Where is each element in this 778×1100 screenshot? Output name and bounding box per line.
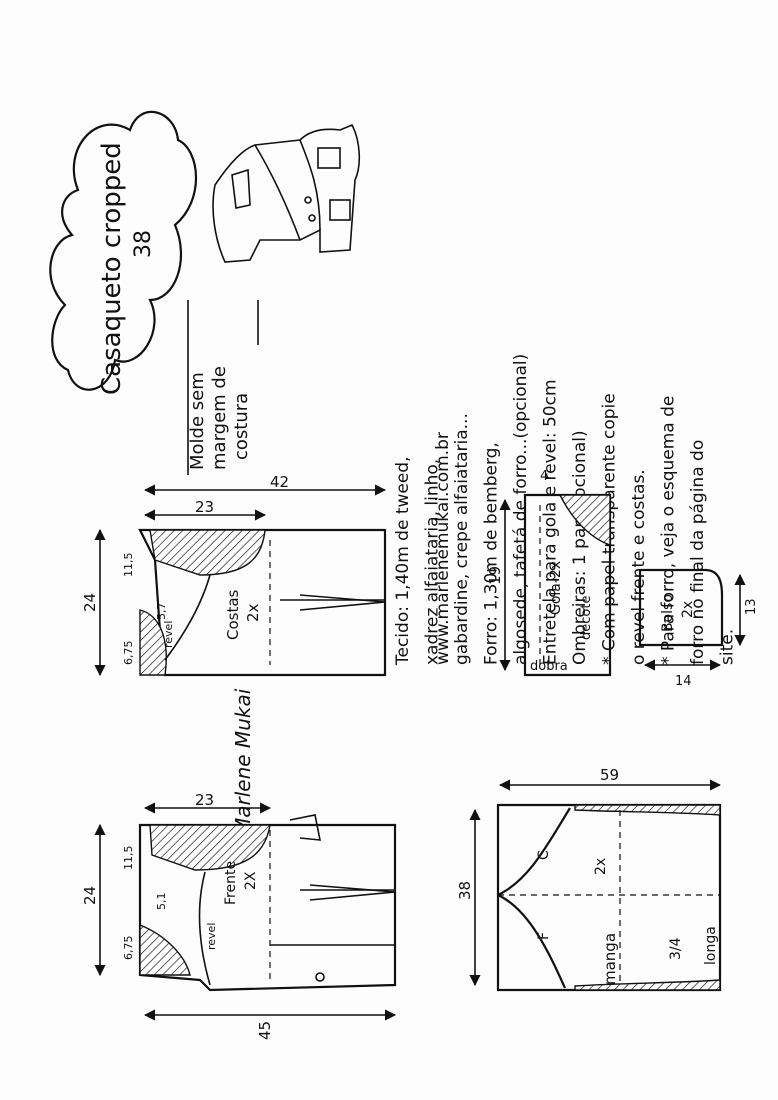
- costas-dim-675: 6,75: [122, 641, 135, 666]
- manga-qty: 2x: [593, 858, 609, 875]
- manga-pattern-piece: manga 2x 3/4 longa F C 59 38: [456, 766, 722, 992]
- title-text: Casaqueto cropped: [97, 142, 127, 395]
- gola-dobra: dobra: [530, 659, 568, 674]
- frente-dim-675: 6,75: [122, 936, 135, 961]
- materials-list: Tecido: 1,40m de tweed, xadrez alfaiatari…: [393, 354, 738, 666]
- gola-pattern-piece: Gola-2x decote dobra 19 4: [486, 469, 612, 677]
- manga-label: manga: [601, 933, 619, 985]
- frente-revel: revel: [205, 923, 218, 950]
- costas-dim-42: 42: [270, 473, 289, 491]
- materials-line: * Para forro, veja o esquema de: [659, 396, 679, 665]
- bolso-dim-13: 13: [744, 598, 759, 615]
- seam-note-line2: margem de: [209, 366, 230, 470]
- title-size: 38: [131, 230, 156, 258]
- materials-line: forro no final da página do: [688, 440, 708, 665]
- gola-dim-19: 19: [486, 566, 504, 585]
- frente-pattern-piece: Frente 2X revel 24 23 45 11,5 6,75 5,1: [81, 791, 397, 1040]
- costas-revel: revel: [162, 621, 175, 648]
- signature-text: Marlene Mukai: [231, 688, 255, 835]
- bolso-pattern-piece: Bolso 2x 14 13: [638, 568, 759, 689]
- materials-line: Forro: 1,30m de bemberg,: [482, 442, 502, 665]
- costas-dim-115: 11,5: [122, 553, 135, 578]
- manga-three-quarter: 3/4: [668, 937, 684, 960]
- jacket-sketch-icon: [212, 123, 361, 263]
- frente-dim-23: 23: [195, 791, 214, 809]
- materials-line: Entretela para gola e revel: 50cm: [541, 379, 561, 665]
- title-cloud: Casaqueto cropped 38: [49, 110, 198, 395]
- frente-dim-51: 5,1: [155, 893, 168, 911]
- manga-dim-59: 59: [600, 766, 619, 784]
- seam-note: Molde sem margem de costura: [187, 300, 259, 475]
- costas-qty: 2x: [244, 603, 262, 622]
- materials-line: algosede, tafetá de forro...(opcional): [511, 354, 531, 665]
- gola-dim-4: 4: [540, 469, 548, 484]
- manga-back-mark: C: [536, 850, 552, 860]
- bolso-qty: 2x: [680, 601, 696, 618]
- costas-dim-57: 5,7: [155, 603, 168, 621]
- costas-dim-23: 23: [195, 498, 214, 516]
- frente-label: Frente: [223, 861, 239, 905]
- seam-note-line3: costura: [231, 393, 252, 460]
- costas-dim-24: 24: [81, 593, 99, 612]
- frente-dim-24: 24: [81, 886, 99, 905]
- manga-dim-38: 38: [456, 881, 474, 900]
- costas-pattern-piece: Costas 2x revel 24 23 42 11,5 6,75 5,7: [81, 473, 387, 677]
- website-text: www.marlenemukai.com.br: [433, 432, 453, 665]
- costas-label: Costas: [224, 589, 242, 640]
- frente-dim-115: 11,5: [122, 846, 135, 871]
- materials-line: Ombreiras: 1 par (opcional): [570, 430, 590, 665]
- materials-line: site.: [718, 629, 738, 665]
- materials-line: o revel frente e costas.: [629, 469, 649, 665]
- materials-line: xadrez alfaiataria, linho,: [423, 459, 443, 665]
- frente-qty: 2X: [243, 871, 259, 890]
- bolso-label: Bolso: [660, 594, 676, 632]
- materials-line: gabardine, crepe alfaiataria...: [452, 413, 472, 665]
- gola-decote: decote: [579, 596, 594, 640]
- materials-line: Tecido: 1,40m de tweed,: [393, 457, 413, 667]
- bolso-dim-14: 14: [675, 674, 692, 689]
- gola-label: Gola-2x: [548, 561, 564, 615]
- manga-front-mark: F: [536, 932, 552, 940]
- frente-dim-45: 45: [256, 1021, 274, 1040]
- manga-longa: longa: [703, 926, 719, 965]
- seam-note-line1: Molde sem: [187, 372, 208, 470]
